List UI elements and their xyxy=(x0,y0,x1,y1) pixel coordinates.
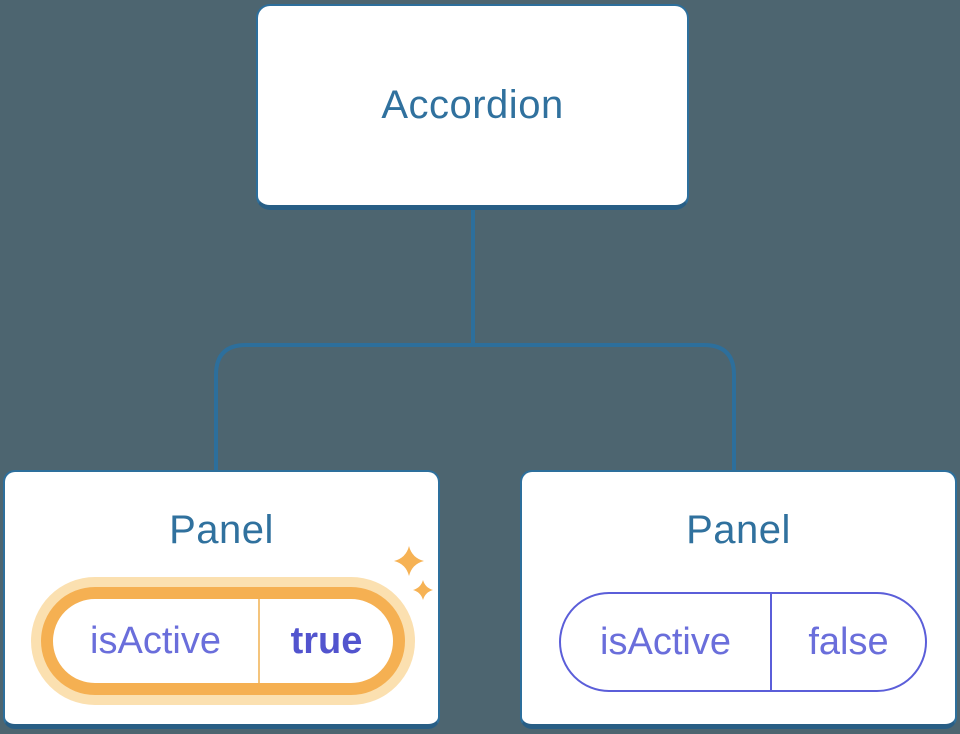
pill-divider xyxy=(258,599,260,683)
state-pill-inactive: isActive false xyxy=(559,592,927,692)
state-pill-active: isActive true xyxy=(41,587,405,695)
state-key-label: isActive xyxy=(90,619,221,662)
panel-node-active: Panel isActive true xyxy=(3,470,440,729)
state-key-label: isActive xyxy=(600,620,731,663)
state-value-label: false xyxy=(808,620,889,663)
pill-divider xyxy=(770,594,772,690)
panel-title: Panel xyxy=(686,508,791,552)
accordion-node: Accordion xyxy=(256,4,689,210)
panel-title: Panel xyxy=(169,508,274,552)
accordion-label: Accordion xyxy=(381,83,564,127)
sparkles-icon xyxy=(394,546,433,600)
panel-node-inactive: Panel isActive false xyxy=(520,470,957,729)
state-value-label: true xyxy=(290,619,363,662)
